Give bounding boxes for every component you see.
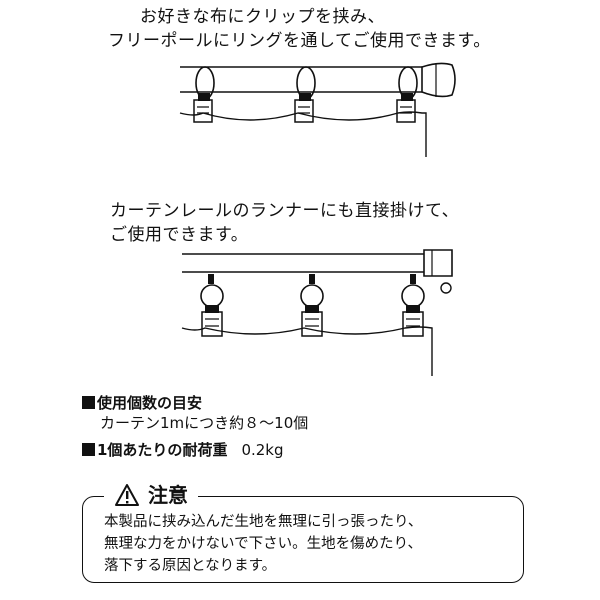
curtain-rail-illustration [181,249,453,376]
curtain-edge-2 [181,326,433,376]
warning-triangle-icon [115,484,139,506]
usage-heading: 使用個数の目安 [82,393,202,413]
figure1-caption-line1: お好きな布にクリップを挟み、 [140,7,385,27]
curtain-rail [182,253,424,273]
figure1-caption-line2: フリーポールにリングを通してご使用できます。 [108,31,491,51]
ring-clip-2 [294,66,316,123]
caution-line-3: 落下する原因となります。 [104,558,277,574]
figure2-caption-line2: ご使用できます。 [110,225,249,245]
bullet-square-icon [82,396,95,409]
bullet-square-icon [82,443,95,456]
free-pole-illustration [179,62,456,157]
caution-line-1: 本製品に挟み込んだ生地を無理に引っ張ったり、 [104,514,423,530]
runner-clip-2 [300,274,324,337]
caution-line-2: 無理な力をかけないで下さい。生地を傷めたり、 [104,536,422,552]
ring-clip-1 [193,66,215,123]
pole-finial [421,62,456,98]
rail-end-cap [423,249,453,277]
figure2-caption-line1: カーテンレールのランナーにも直接掛けて、 [110,201,460,221]
caution-title: 注意 [148,483,188,507]
usage-value: カーテン1mにつき約８～10個 [100,414,309,432]
load-heading: 1個あたりの耐荷重 0.2kg [82,440,284,460]
usage-heading-label: 使用個数の目安 [97,394,203,412]
curtain-edge [179,111,427,157]
runner-clip-1 [200,274,224,337]
ring-clip-3 [396,66,418,123]
caution-box [82,496,524,583]
load-heading-label: 1個あたりの耐荷重 [97,441,228,459]
load-value: 0.2kg [241,441,284,459]
caution-text: 本製品に挟み込んだ生地を無理に引っ張ったり、 無理な力をかけないで下さい。生地を… [104,511,422,577]
runner-clip-3 [401,274,425,337]
free-pole [180,66,422,93]
caution-heading: 注意 [104,482,198,508]
